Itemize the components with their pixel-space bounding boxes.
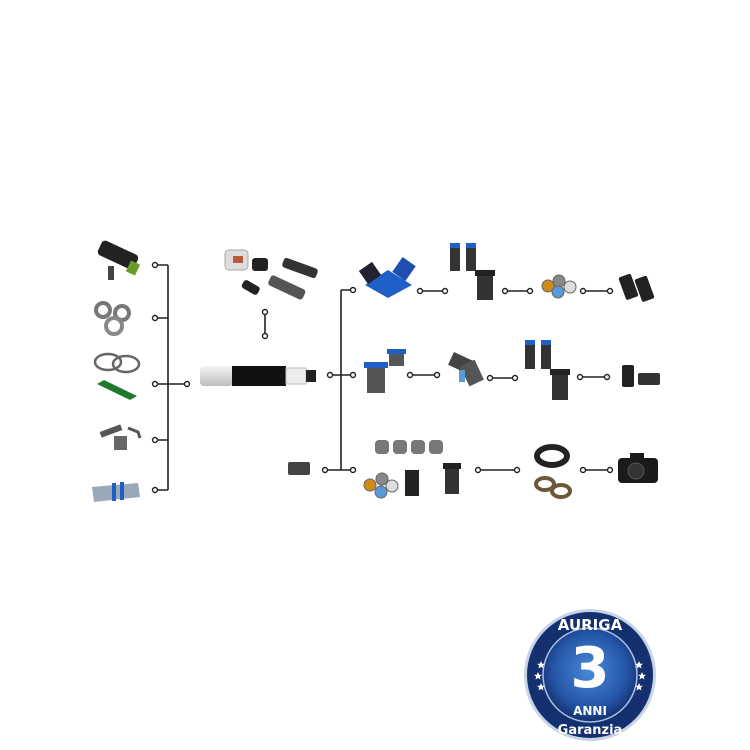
- dslr-camera-icon: [618, 453, 658, 483]
- eyepiece-icon: [622, 365, 660, 387]
- eyepiece-pair-icon: [618, 273, 655, 302]
- tube-rings-icon: [93, 352, 141, 374]
- finder-bracket-icon: [99, 424, 142, 450]
- adapter-rings-icon: [94, 301, 131, 336]
- visual-adapter-icon: [364, 349, 406, 393]
- binoviewer-diagonal-icon: [358, 257, 416, 298]
- goto-mount-handset-icon: [224, 249, 268, 271]
- star-diagonal-icon: [448, 352, 484, 387]
- finder-scopes-icon: [241, 257, 318, 300]
- dovetail-bar-icon: [97, 380, 137, 400]
- finder-scope-icon: [97, 240, 141, 280]
- t-ring-icon: [534, 444, 572, 499]
- filter-set-icon: [541, 274, 577, 299]
- eyepiece-pair-icon: [525, 340, 570, 400]
- badge-unit: ANNI: [573, 704, 607, 718]
- badge-number: 3: [571, 636, 610, 701]
- extension-tube-icon: [288, 462, 310, 475]
- refractor-telescope-icon: [200, 366, 316, 386]
- carry-bag-icon: [92, 482, 140, 502]
- filters-and-barlow-icon: [363, 440, 461, 499]
- connector-lines: [155, 264, 610, 491]
- badge-brand: AURIGA: [558, 616, 623, 634]
- warranty-badge: AURIGA 3 ANNI Garanzia: [524, 609, 656, 741]
- eyepiece-pair-icon: [450, 243, 495, 300]
- badge-label: Garanzia: [558, 723, 623, 738]
- connector-nodes: [151, 261, 614, 494]
